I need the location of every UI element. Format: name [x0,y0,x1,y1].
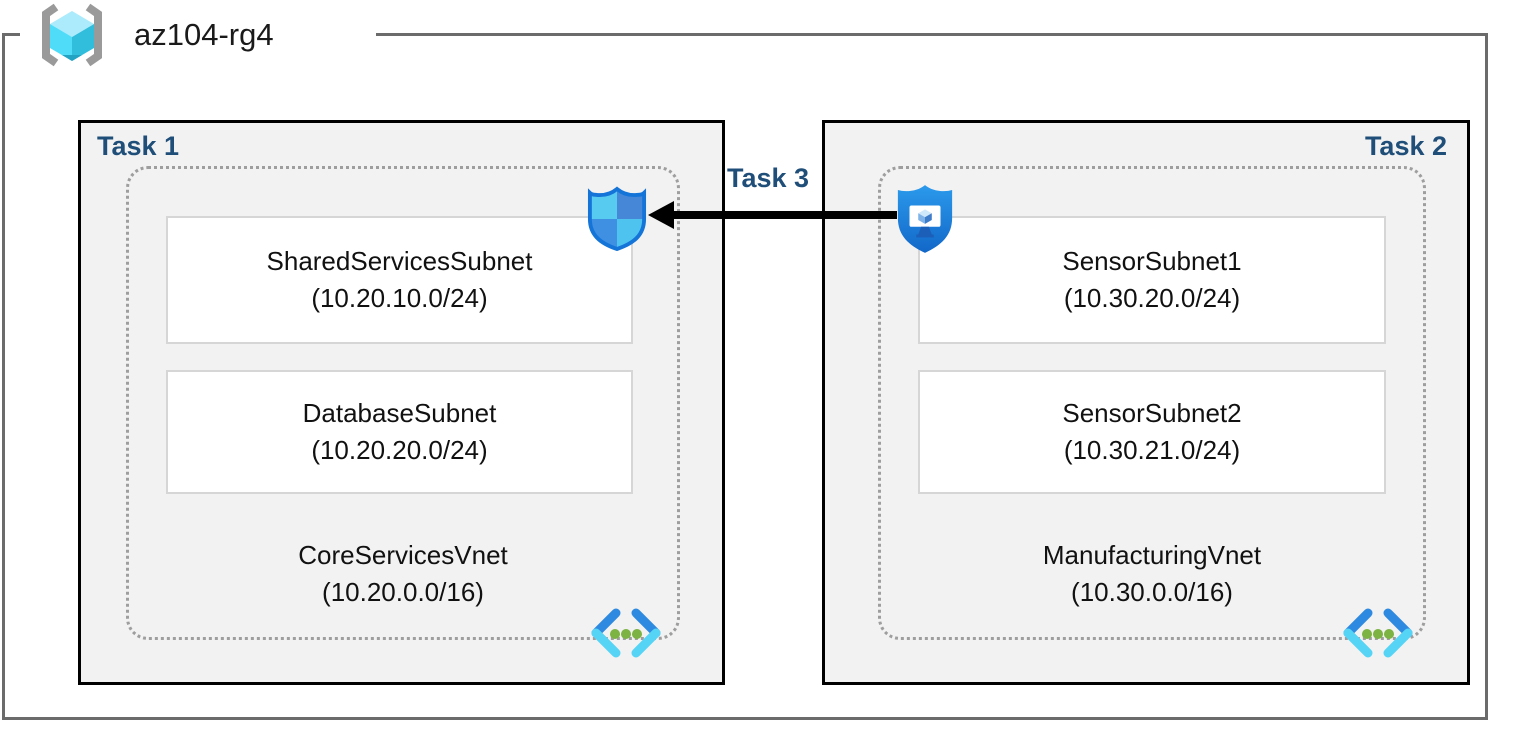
network-security-group-icon [587,184,647,259]
task3-label: Task 3 [726,163,810,193]
virtual-network-icon [1341,607,1415,664]
subnet-name: SensorSubnet1 [1062,246,1242,276]
core-services-vnet-label: CoreServicesVnet (10.20.0.0/16) [126,537,680,611]
sensor-subnet2-box: SensorSubnet2 (10.30.21.0/24) [918,370,1386,494]
bastion-icon [894,182,956,261]
task1-label: Task 1 [97,131,180,161]
subnet-cidr: (10.30.20.0/24) [1063,283,1241,313]
vnet-name: ManufacturingVnet [1042,540,1262,570]
shared-services-subnet-box: SharedServicesSubnet (10.20.10.0/24) [166,216,633,344]
subnet-cidr: (10.20.20.0/24) [311,435,488,465]
resource-group-title: az104-rg4 [134,17,274,52]
subnet-cidr: (10.20.10.0/24) [311,283,488,313]
vnet-name: CoreServicesVnet [298,540,508,570]
task3-arrow [648,201,897,229]
subnet-cidr: (10.30.21.0/24) [1063,435,1241,465]
sensor-subnet1-box: SensorSubnet1 (10.30.20.0/24) [918,216,1386,344]
task1-vnet-container [126,166,680,640]
virtual-network-icon [589,607,663,664]
subnet-name: SensorSubnet2 [1062,398,1242,428]
vnet-cidr: (10.20.0.0/16) [322,577,484,607]
subnet-name: SharedServicesSubnet [266,246,533,276]
task2-label: Task 2 [1364,131,1447,161]
vnet-cidr: (10.30.0.0/16) [1071,577,1233,607]
database-subnet-box: DatabaseSubnet (10.20.20.0/24) [166,370,633,494]
subnet-name: DatabaseSubnet [302,398,497,428]
task2-vnet-container [878,166,1426,640]
manufacturing-vnet-label: ManufacturingVnet (10.30.0.0/16) [878,537,1426,611]
resource-group-icon [32,2,112,73]
